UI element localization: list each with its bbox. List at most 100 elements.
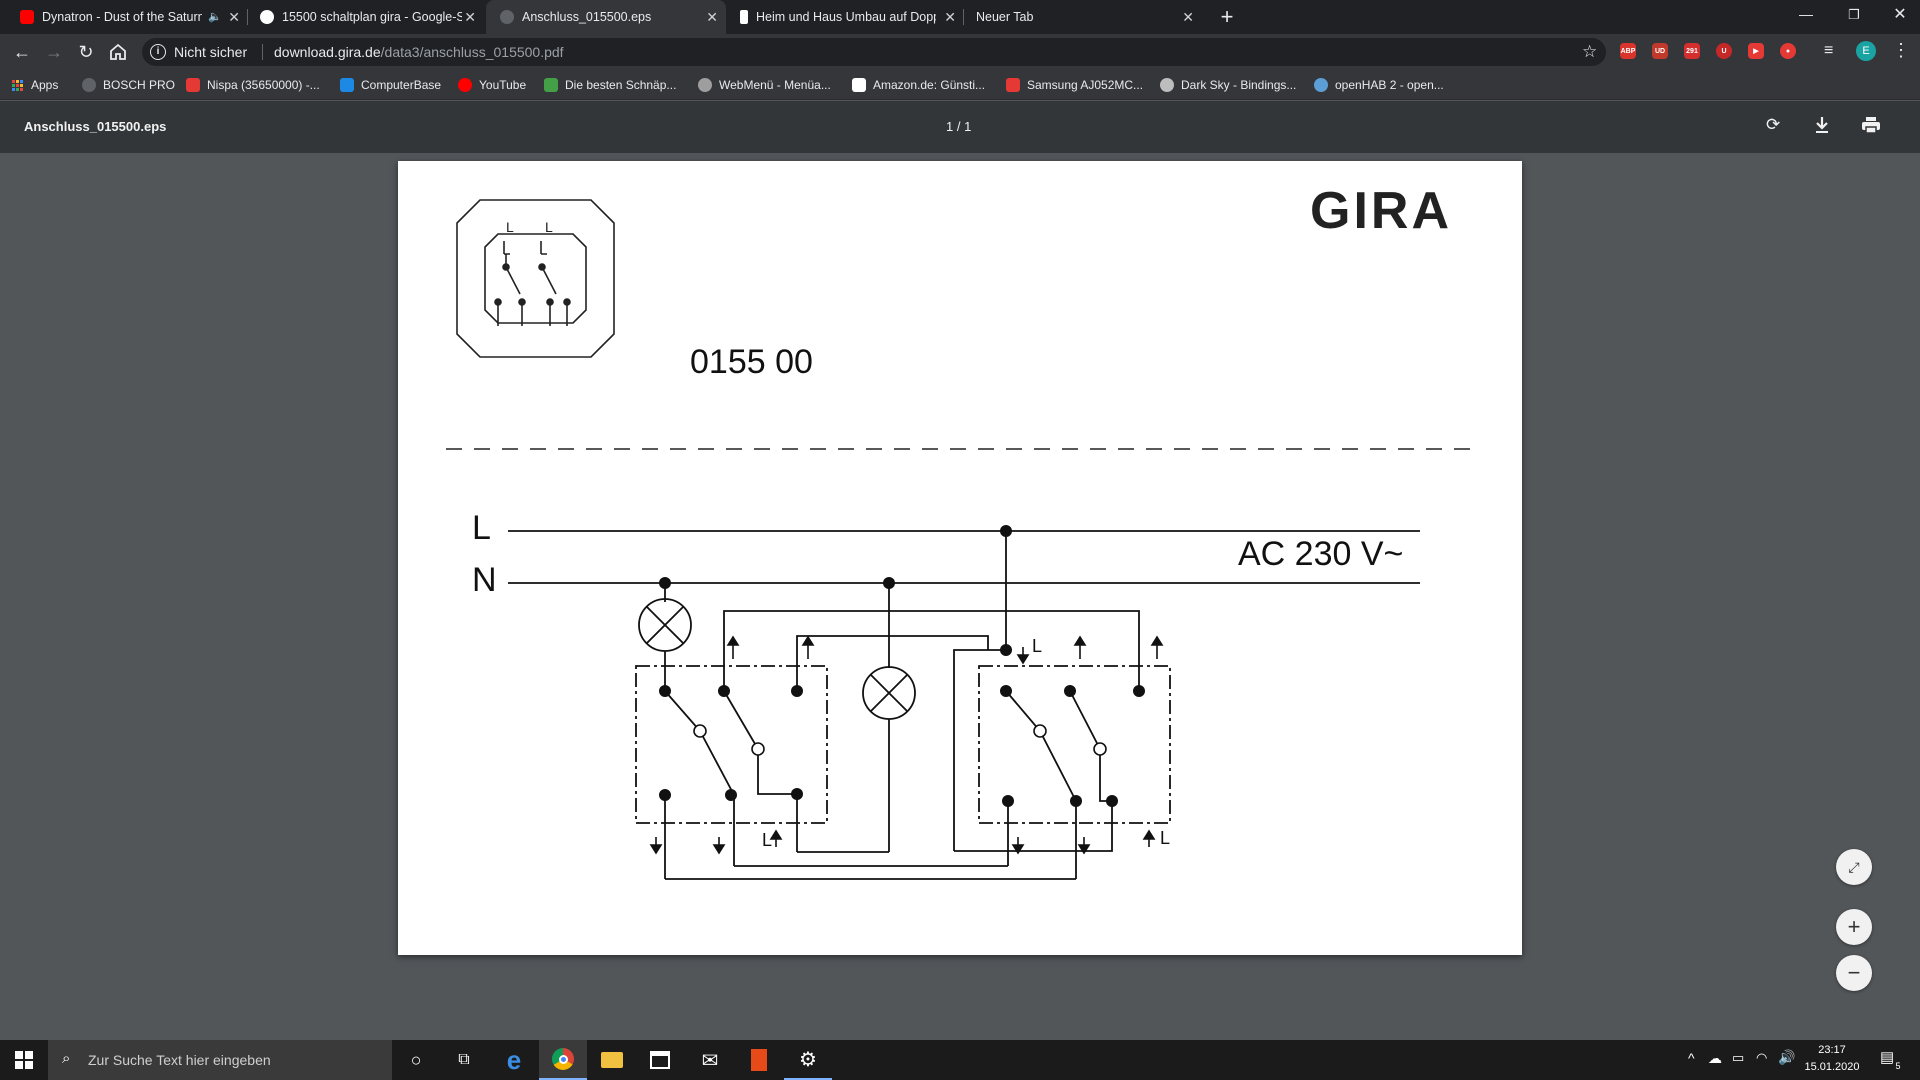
tab-youtube[interactable]: Dynatron - Dust of the Saturn 🔈 ✕ [8,0,248,34]
restore-window-button[interactable]: ❐ [1848,7,1860,22]
extension-icon[interactable]: UD [1652,43,1668,59]
new-tab-button[interactable]: + [1220,4,1234,29]
file-explorer-icon[interactable] [588,1040,636,1080]
edge-browser-icon[interactable]: e [506,1044,522,1075]
tab-anschluss-pdf[interactable]: Anschluss_015500.eps ✕ [486,0,726,34]
bookmark-computerbase[interactable]: ComputerBase [340,77,441,93]
chrome-browser-icon[interactable] [539,1040,587,1080]
notification-center-icon[interactable]: ▤ [1880,1049,1895,1066]
mail-icon[interactable]: ✉ [701,1049,719,1072]
close-tab-icon[interactable]: ✕ [228,9,240,25]
line-label-n: N [472,561,497,599]
computerbase-icon [340,78,354,92]
url-host: download.gira.de [274,44,381,60]
reload-button[interactable]: ↻ [78,42,94,62]
info-icon[interactable]: i [150,44,166,60]
bookmark-schnaeppchen[interactable]: Die besten Schnäp... [544,77,676,93]
zoom-in-button[interactable]: + [1836,909,1872,945]
close-tab-icon[interactable]: ✕ [464,9,476,25]
minimize-window-button[interactable]: — [1799,6,1813,22]
tab-google-search[interactable]: 15500 schaltplan gira - Google-Suche ✕ [248,0,484,34]
globe-icon [82,78,96,92]
profile-avatar[interactable]: E [1856,41,1876,61]
page-icon [740,10,748,24]
start-button[interactable] [0,1040,48,1080]
download-button[interactable] [1812,114,1832,136]
zoom-out-button[interactable]: − [1836,955,1872,991]
minus-icon: − [1847,960,1861,985]
close-tab-icon[interactable]: ✕ [944,9,956,25]
bookmark-bosch-pro[interactable]: BOSCH PRO [82,77,175,93]
weather-icon [1160,78,1174,92]
print-button[interactable] [1860,115,1882,135]
wifi-icon[interactable]: ◠ [1756,1050,1768,1065]
office-icon[interactable] [735,1040,783,1080]
voltage-label: AC 230 V~ [1238,535,1404,573]
windows-logo-icon [15,1051,33,1069]
apps-grid-icon [12,79,23,91]
tab-new-tab[interactable]: Neuer Tab ✕ [966,0,1202,34]
bookmark-nispa[interactable]: Nispa (35650000) -... [186,77,320,93]
bookmark-samsung[interactable]: Samsung AJ052MC... [1006,77,1143,93]
article-number: 0155 00 [690,343,813,381]
close-tab-icon[interactable]: ✕ [1182,9,1194,25]
settings-gear-icon[interactable]: ⚙ [784,1040,832,1080]
bookmark-label: YouTube [479,78,527,92]
terminal-arrows [649,635,1164,855]
battery-icon[interactable]: ▭ [1732,1050,1745,1065]
security-label[interactable]: Nicht sicher [174,44,248,60]
adblock-extension-icon[interactable]: ABP [1620,43,1636,59]
close-tab-icon[interactable]: ✕ [706,9,718,25]
mail-extension-icon[interactable]: 291 [1684,43,1700,59]
volume-icon[interactable]: 🔊 [1778,1049,1796,1065]
download-icon [1816,117,1828,133]
separator [262,44,263,60]
clock-date[interactable]: 15.01.2020 [1804,1061,1860,1073]
fit-to-page-icon: ⤢ [1848,858,1860,875]
switch-symbol-icon [456,199,615,358]
extension-icon[interactable]: ● [1780,43,1796,59]
pdf-viewer-toolbar: Anschluss_015500.eps 1 / 1 ⟳ [0,101,1920,153]
bookmark-label: Dark Sky - Bindings... [1181,78,1297,92]
url-text[interactable]: download.gira.de/data3/anschluss_015500.… [274,44,564,60]
video-extension-icon[interactable]: ▶ [1748,43,1764,59]
pdf-filename: Anschluss_015500.eps [24,119,167,134]
onedrive-cloud-icon[interactable]: ☁ [1708,1050,1722,1066]
home-button[interactable] [106,40,130,64]
chevron-up-icon[interactable]: ^ [1688,1050,1695,1066]
address-bar[interactable]: i Nicht sicher download.gira.de/data3/an… [142,38,1606,66]
wiring-diagram [446,199,1480,880]
bookmark-dark-sky[interactable]: Dark Sky - Bindings... [1160,77,1296,93]
menu-kebab-icon[interactable]: ⋮ [1892,40,1910,60]
search-icon: ⌕ [62,1050,71,1067]
bookmark-youtube[interactable]: YouTube [458,77,526,93]
google-icon [260,10,274,24]
back-button[interactable]: ← [13,42,31,62]
terminal-label: L [1032,636,1043,656]
taskbar-search-box[interactable]: ⌕ Zur Suche Text hier eingeben [48,1040,392,1080]
tab-title: Neuer Tab [976,10,1034,24]
rotate-icon[interactable]: ⟳ [1766,115,1781,134]
task-view-icon[interactable]: ⧉ [458,1051,470,1068]
bookmark-star-icon[interactable]: ☆ [1582,42,1598,61]
fit-page-button[interactable]: ⤢ [1836,849,1872,885]
forward-button[interactable]: → [45,42,63,62]
bookmark-label: Die besten Schnäp... [565,78,677,92]
bookmark-label: ComputerBase [361,78,442,92]
close-window-button[interactable]: ✕ [1893,6,1907,23]
store-icon[interactable] [636,1040,684,1080]
bookmark-openhab[interactable]: openHAB 2 - open... [1314,77,1444,93]
clock-time[interactable]: 23:17 [1818,1044,1846,1056]
tab-heim-und-haus[interactable]: Heim und Haus Umbau auf Doppel ✕ [728,0,964,34]
cortana-icon[interactable]: ○ [410,1049,422,1070]
page-indicator[interactable]: 1 / 1 [946,119,972,134]
terminal-label: L [1160,828,1171,848]
speaker-icon[interactable]: 🔈 [208,11,222,23]
bookmark-amazon[interactable]: Amazon.de: Günsti... [852,77,985,93]
tab-separator [247,9,248,25]
bookmark-apps[interactable]: Apps [12,77,58,93]
bookmarks-bar: Apps BOSCH PRO Nispa (35650000) -... Com… [0,70,1920,100]
media-control-icon[interactable]: ≡ [1824,42,1834,59]
ublock-extension-icon[interactable]: U [1716,43,1732,59]
bookmark-webmenu[interactable]: WebMenü - Menüa... [698,77,831,93]
